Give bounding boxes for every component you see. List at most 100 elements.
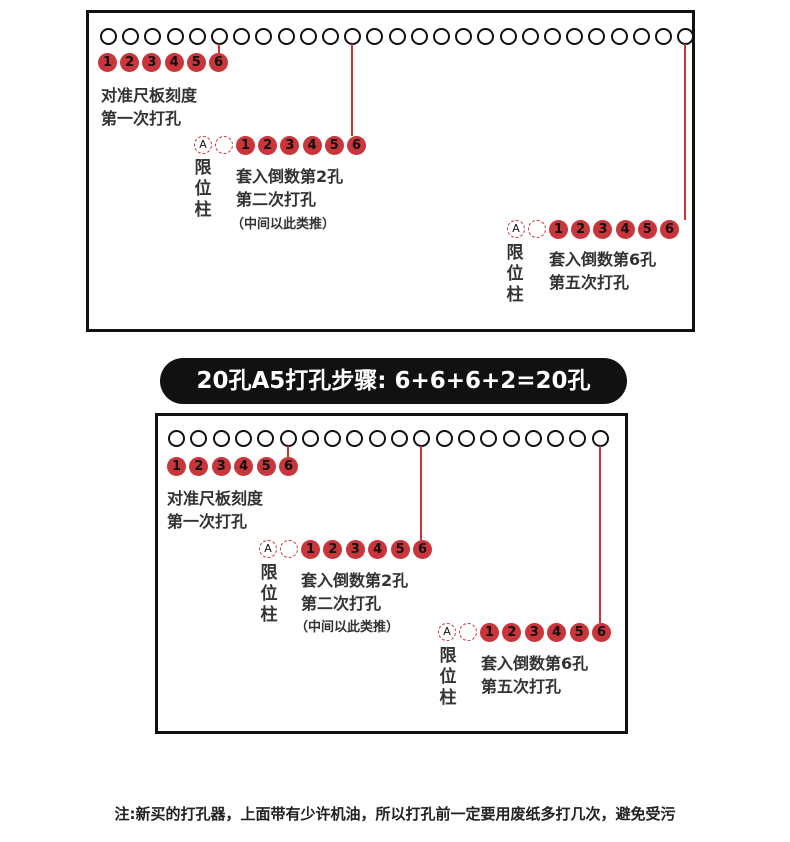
last-punch-hint-line: 套入倒数第6孔 [549, 250, 657, 269]
sequence-number: 6 [209, 53, 228, 72]
sequence-number: 4 [547, 623, 567, 642]
stop-post-marker: A [507, 220, 525, 238]
punch-hole [166, 28, 184, 45]
second-punch-hint-line: 套入倒数第2孔 [301, 571, 409, 590]
stop-post-marker: A [194, 136, 212, 154]
sequence-number: 1 [236, 136, 255, 155]
footer-note: 注:新买的打孔器，上面带有少许机油，所以打孔前一定要用废纸多打几次，避免受污 [114, 805, 676, 823]
sequence-number: 2 [120, 53, 140, 72]
stop-post-marker: A [438, 623, 456, 641]
bottom-diagram-panel [155, 413, 628, 734]
sequence-number: 5 [256, 457, 276, 476]
sequence-number: 4 [234, 457, 254, 476]
punch-hole [391, 430, 408, 447]
sequence-number: 3 [142, 53, 162, 72]
punch-hole [410, 28, 428, 45]
punch-hole [368, 430, 386, 447]
sequence-number: 1 [98, 53, 117, 72]
punch-hole [299, 28, 317, 45]
sequence-number: 1 [549, 220, 568, 239]
punch-hole [255, 28, 273, 45]
punch-hole [168, 430, 185, 447]
guide-line [684, 44, 687, 220]
sequence-number: 3 [524, 623, 544, 642]
sequence-number: 2 [502, 623, 522, 642]
punch-hole [257, 430, 275, 447]
punch-hole [455, 28, 473, 45]
sequence-number: 1 [301, 540, 320, 559]
sequence-number: 4 [368, 540, 388, 559]
guide-line [420, 446, 423, 540]
punch-hole [122, 28, 140, 45]
first-punch-hint-line: 第一次打孔 [101, 109, 182, 128]
punch-hole [433, 28, 450, 45]
punch-hole [499, 28, 517, 45]
sequence-number: 5 [637, 220, 657, 239]
second-punch-hint-line: 第二次打孔 [236, 190, 317, 209]
sequence-number: 2 [323, 540, 343, 559]
punch-hole [480, 430, 498, 447]
guide-line [598, 446, 601, 623]
sequence-number: 4 [164, 53, 184, 72]
sequence-number: 5 [186, 53, 206, 72]
sequence-number: 6 [592, 623, 611, 642]
title-pill: 20孔A5打孔步骤: 6+6+6+2=20孔 [160, 358, 627, 404]
sequence-number: 6 [413, 540, 432, 559]
punch-hole [322, 28, 339, 45]
punch-hole [610, 28, 628, 45]
sequence-number: 1 [167, 457, 186, 476]
last-punch-hint-line: 第五次打孔 [549, 273, 630, 292]
punch-hole [388, 28, 406, 45]
punch-hole [477, 28, 495, 45]
stop-post-outline [528, 220, 546, 238]
sequence-number: 3 [211, 457, 231, 476]
punch-hole [277, 28, 295, 45]
punch-hole [547, 430, 565, 447]
punch-hole [279, 430, 297, 447]
second-punch-hint-line: 第二次打孔 [301, 594, 382, 613]
stop-post-outline [280, 540, 298, 558]
last-punch-hint-line: 第五次打孔 [481, 677, 562, 696]
stop-post-label: 限位柱 [506, 243, 524, 305]
punch-hole [301, 430, 319, 447]
stop-post-marker: A [259, 540, 277, 558]
sequence-number: 4 [615, 220, 635, 239]
second-punch-note: （中间以此类推） [231, 217, 336, 232]
guide-line [218, 44, 220, 55]
guide-line [286, 446, 289, 457]
sequence-number: 3 [280, 136, 300, 155]
guide-line [351, 44, 354, 136]
punch-hole [233, 28, 251, 45]
punch-hole [144, 28, 162, 45]
stop-post-label: 限位柱 [260, 563, 278, 625]
first-punch-hint-line: 对准尺板刻度 [167, 489, 264, 508]
punch-hole [524, 430, 542, 447]
punch-hole [435, 430, 453, 447]
punch-hole [188, 28, 206, 45]
punch-hole [591, 430, 609, 447]
punch-hole [521, 28, 539, 45]
second-punch-note: （中间以此类推） [295, 620, 400, 635]
first-punch-hint-line: 对准尺板刻度 [101, 86, 198, 105]
sequence-number: 5 [569, 623, 589, 642]
punch-hole [457, 430, 475, 447]
sequence-number: 3 [345, 540, 365, 559]
sequence-number: 2 [258, 136, 278, 155]
sequence-number: 2 [189, 457, 209, 476]
sequence-number: 4 [302, 136, 322, 155]
sequence-number: 5 [390, 540, 410, 559]
punch-hole [569, 430, 587, 447]
sequence-number: 6 [660, 220, 679, 239]
stop-post-label: 限位柱 [194, 158, 212, 220]
punch-hole [100, 28, 117, 45]
punch-hole [544, 28, 561, 45]
punch-hole [588, 28, 606, 45]
punch-hole [190, 430, 208, 447]
sequence-number: 3 [593, 220, 613, 239]
punch-hole [324, 430, 342, 447]
punch-hole [366, 28, 384, 45]
punch-hole [346, 430, 364, 447]
punch-hole [632, 28, 650, 45]
sequence-number: 2 [571, 220, 591, 239]
second-punch-hint-line: 套入倒数第2孔 [236, 167, 344, 186]
